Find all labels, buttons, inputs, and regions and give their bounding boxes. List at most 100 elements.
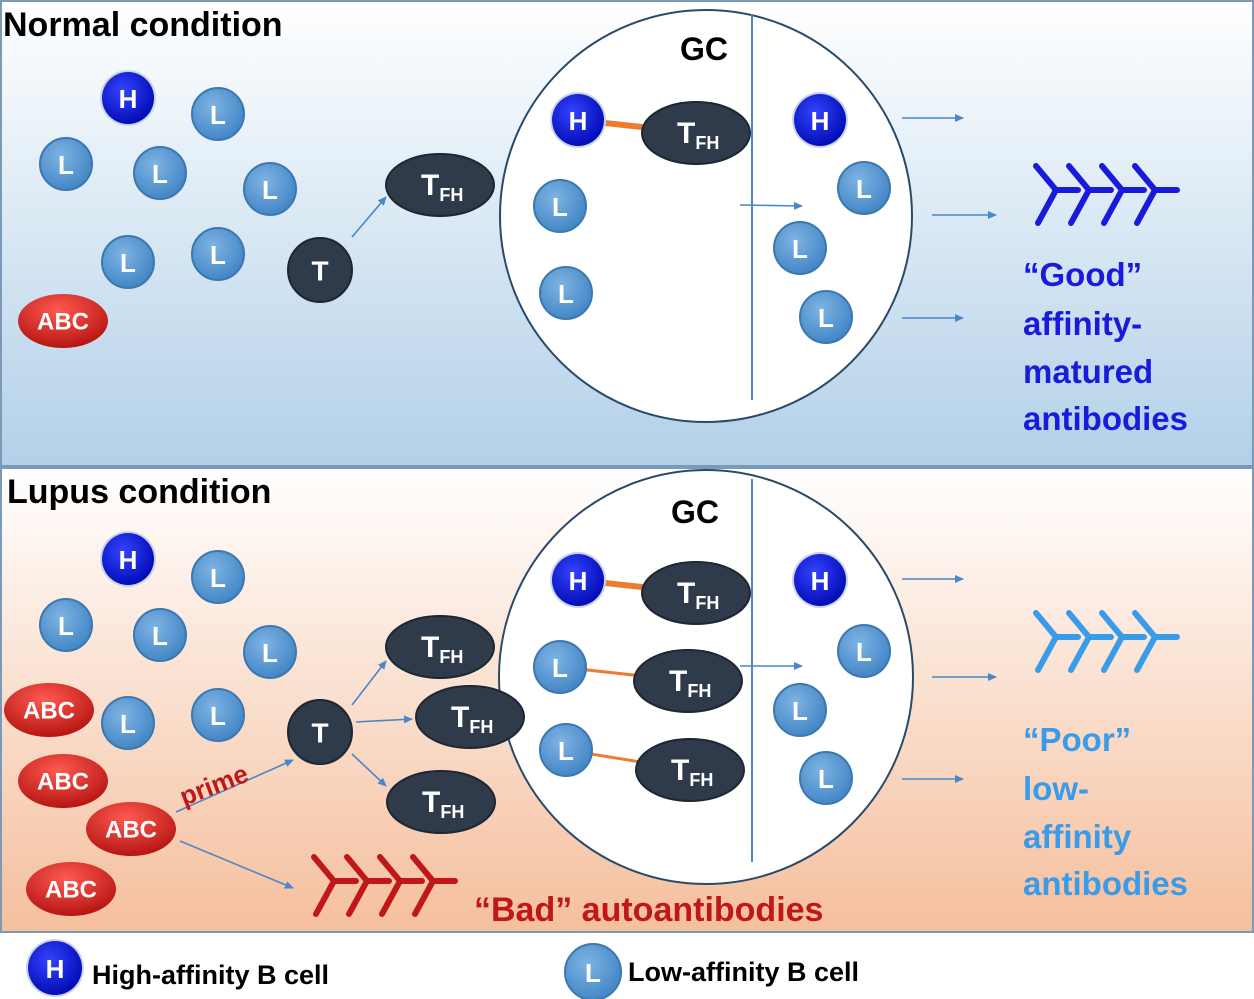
low-cell-label: L [792, 234, 808, 264]
tfh-cell: TFH [385, 615, 495, 679]
low-cell-label: L [152, 621, 168, 651]
flow-arrow [351, 196, 387, 238]
low-affinity-b-cell: L [773, 683, 827, 737]
antibody [1099, 610, 1147, 673]
low-affinity-b-cell: L [564, 943, 622, 999]
low-cell-label: L [210, 100, 226, 130]
low-cell-label: L [262, 638, 278, 668]
lupus-outcome-line-3: affinity [1023, 818, 1132, 855]
bad-autoantibodies [311, 854, 458, 917]
t-cell: T [287, 237, 353, 303]
low-cell-label: L [152, 159, 168, 189]
high-cell-label: H [46, 954, 65, 984]
low-affinity-b-cell: L [533, 640, 587, 694]
lupus-outcome-line-4: antibodies [1023, 865, 1188, 902]
antibody [1132, 610, 1180, 673]
low-affinity-b-cell: L [191, 87, 245, 141]
high-cell-label: H [119, 84, 138, 114]
normal-title: Normal condition [3, 6, 283, 44]
low-affinity-b-cell: L [773, 221, 827, 275]
low-cell-label: L [120, 709, 136, 739]
low-cell-label: L [558, 736, 574, 766]
low-affinity-b-cell: L [799, 751, 853, 805]
abc-cell: ABC [26, 862, 116, 916]
tfh-cell: TFH [635, 738, 745, 802]
low-affinity-b-cell: L [39, 137, 93, 191]
normal-outcome-line-4: antibodies [1023, 400, 1188, 437]
high-cell-label: H [811, 106, 830, 136]
flow-arrow [351, 753, 387, 787]
abc-label: ABC [23, 698, 75, 725]
high-affinity-b-cell: H [26, 939, 84, 997]
poor-antibodies [1033, 610, 1180, 673]
normal-gc-label: GC [680, 31, 728, 67]
antibody [1066, 610, 1114, 673]
low-cell-label: L [210, 240, 226, 270]
normal-outcome-line-3: matured [1023, 353, 1153, 390]
low-affinity-b-cell: L [539, 723, 593, 777]
high-cell-label: H [811, 566, 830, 596]
low-affinity-b-cell: L [191, 227, 245, 281]
high-affinity-b-cell: H [792, 552, 848, 608]
low-affinity-b-cell: L [539, 266, 593, 320]
t-cell-label: T [311, 256, 328, 287]
lupus-outcome-line-1: “Poor” [1023, 721, 1131, 758]
low-cell-label: L [818, 764, 834, 794]
low-cell-label: L [792, 696, 808, 726]
antibody [410, 854, 458, 917]
low-affinity-b-cell: L [39, 598, 93, 652]
antibody [1033, 163, 1081, 226]
low-affinity-b-cell: L [243, 625, 297, 679]
low-cell-label: L [818, 303, 834, 333]
flow-arrow [175, 759, 294, 813]
abc-label: ABC [37, 769, 89, 796]
good-antibodies [1033, 163, 1180, 226]
low-cell-label: L [210, 701, 226, 731]
tfh-cell: TFH [385, 153, 495, 217]
bad-autoantibodies-label: “Bad” autoantibodies [474, 891, 823, 929]
flow-arrow [739, 201, 803, 210]
low-affinity-b-cell: L [133, 146, 187, 200]
low-cell-label: L [210, 563, 226, 593]
low-cell-label: L [58, 611, 74, 641]
lupus-title: Lupus condition [7, 473, 271, 511]
low-affinity-b-cell: L [133, 608, 187, 662]
abc-cell: ABC [18, 294, 108, 348]
high-affinity-b-cell: H [550, 552, 606, 608]
low-cell-label: L [552, 653, 568, 683]
antibody [344, 854, 392, 917]
low-cell-label: L [585, 958, 601, 988]
legend-low-label: Low-affinity B cell [628, 957, 859, 987]
high-affinity-b-cell: H [100, 70, 156, 126]
normal-outcome-line-2: affinity- [1023, 305, 1142, 342]
low-cell-label: L [262, 175, 278, 205]
lupus-outcome-line-2: low- [1023, 770, 1089, 807]
low-affinity-b-cell: L [533, 179, 587, 233]
low-cell-label: L [552, 192, 568, 222]
flow-arrow [179, 840, 294, 889]
low-affinity-b-cell: L [101, 696, 155, 750]
flow-arrow [355, 715, 413, 724]
tfh-label: TFH [421, 169, 463, 205]
t-cell-label: T [311, 718, 328, 749]
tfh-cell: TFH [641, 101, 751, 165]
legend-high-label: High-affinity B cell [92, 960, 329, 990]
abc-cell: ABC [4, 683, 94, 737]
low-affinity-b-cell: L [191, 688, 245, 742]
low-affinity-b-cell: L [837, 161, 891, 215]
low-cell-label: L [58, 150, 74, 180]
high-cell-label: H [119, 545, 138, 575]
antibody [377, 854, 425, 917]
low-affinity-b-cell: L [101, 235, 155, 289]
low-affinity-b-cell: L [243, 162, 297, 216]
antibody [1099, 163, 1147, 226]
normal-outcome-line-1: “Good” [1023, 256, 1142, 293]
abc-label: ABC [37, 309, 89, 336]
high-affinity-b-cell: H [100, 531, 156, 587]
t-cell: T [287, 699, 353, 765]
tfh-cell: TFH [415, 685, 525, 749]
high-cell-label: H [569, 106, 588, 136]
antibody [1132, 163, 1180, 226]
tfh-cell: TFH [386, 770, 496, 834]
